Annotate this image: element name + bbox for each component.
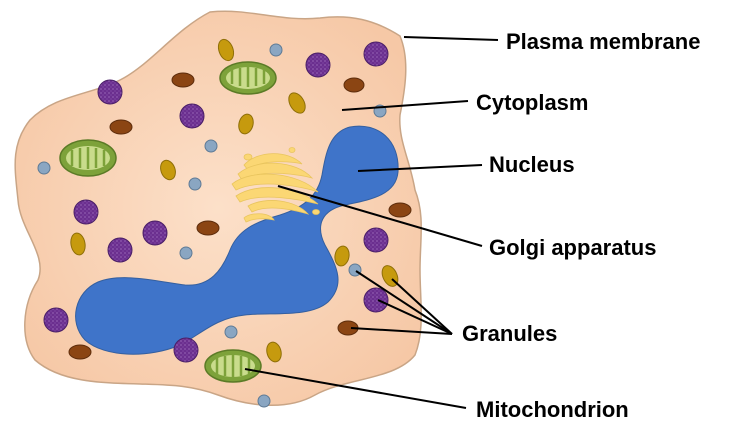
nucleus-label: Nucleus — [489, 152, 575, 177]
cytoplasm-label: Cytoplasm — [476, 90, 588, 115]
mitochondrion-label: Mitochondrion — [476, 397, 629, 422]
mitochondrion-2 — [60, 140, 116, 176]
golgi-apparatus-label: Golgi apparatus — [489, 235, 656, 260]
plasma-membrane-label: Plasma membrane — [506, 29, 700, 54]
mitochondrion-1 — [220, 62, 276, 94]
granules-label: Granules — [462, 321, 557, 346]
mitochondrion-3 — [205, 350, 261, 382]
plasma-membrane-line — [404, 37, 498, 40]
